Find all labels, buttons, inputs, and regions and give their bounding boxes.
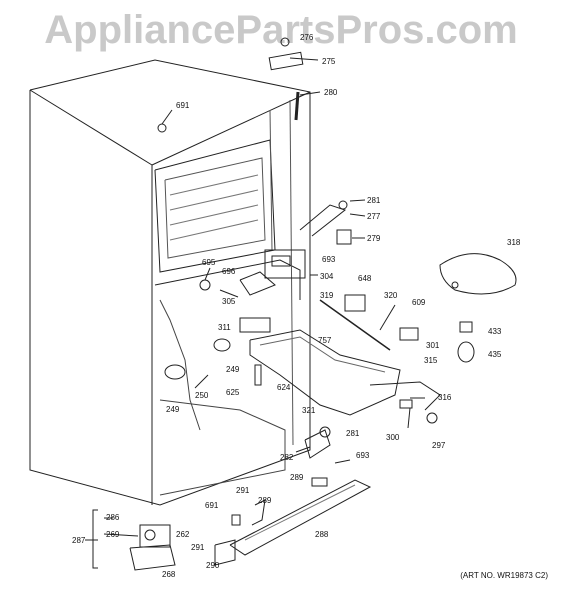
callout: 304 — [320, 272, 334, 281]
callout: 275 — [322, 57, 336, 66]
callout: 693 — [356, 451, 370, 460]
callout: 311 — [218, 323, 231, 332]
grille-288 — [229, 479, 372, 556]
callout: 249 — [166, 405, 180, 414]
callout: 276 — [300, 33, 314, 42]
callout: 433 — [488, 327, 502, 336]
control-tray-624 — [249, 329, 401, 416]
callout: 249 — [226, 365, 240, 374]
callout: 695 — [202, 258, 216, 267]
callout: 318 — [507, 238, 521, 247]
callout: 435 — [488, 350, 502, 359]
callout: 277 — [367, 212, 381, 221]
callout: 291 — [191, 543, 205, 552]
callout-labels: 276 275 280 691 281 277 693 279 318 695 … — [72, 33, 521, 579]
callout: 279 — [367, 234, 381, 243]
callout: 691 — [176, 101, 190, 110]
callout: 321 — [302, 406, 316, 415]
callout: 289 — [290, 473, 304, 482]
watermark: AppliancePartsPros.com — [44, 8, 518, 52]
callout: 297 — [432, 441, 446, 450]
top-hinge — [268, 51, 304, 71]
callout: 320 — [384, 291, 398, 300]
cabinet-outline — [29, 59, 311, 506]
callout: 624 — [277, 383, 291, 392]
callout: 316 — [438, 393, 452, 402]
callout: 281 — [346, 429, 360, 438]
callout: 282 — [280, 453, 294, 462]
callout: 691 — [205, 501, 219, 510]
callout: 288 — [315, 530, 329, 539]
callout: 286 — [106, 513, 120, 522]
bracket-277 — [299, 204, 347, 237]
hinge-pin — [280, 37, 290, 47]
callout: 287 — [72, 536, 86, 545]
callout: 262 — [176, 530, 190, 539]
callout: 289 — [258, 496, 272, 505]
freezer-compartment — [154, 139, 276, 273]
wire-harness-318 — [439, 253, 517, 295]
callout: 305 — [222, 297, 236, 306]
capillary-tube-319 — [319, 299, 391, 351]
callout: 300 — [386, 433, 400, 442]
callout: 693 — [322, 255, 336, 264]
callout: 280 — [324, 88, 338, 97]
callout: 268 — [162, 570, 176, 579]
callout: 281 — [367, 196, 381, 205]
callout: 315 — [424, 356, 438, 365]
control-housing-304 — [264, 249, 306, 279]
callout: 625 — [226, 388, 240, 397]
callout: 291 — [236, 486, 250, 495]
callout: 269 — [106, 530, 120, 539]
callout: 290 — [206, 561, 220, 570]
callout: 696 — [222, 267, 236, 276]
callout: 301 — [426, 341, 440, 350]
callout: 648 — [358, 274, 372, 283]
callout: 609 — [412, 298, 426, 307]
callout: 319 — [320, 291, 334, 300]
screw-691 — [157, 123, 167, 133]
art-number: (ART NO. WR19873 C2) — [460, 571, 548, 580]
callout: 757 — [318, 336, 332, 345]
callout: 250 — [195, 391, 209, 400]
